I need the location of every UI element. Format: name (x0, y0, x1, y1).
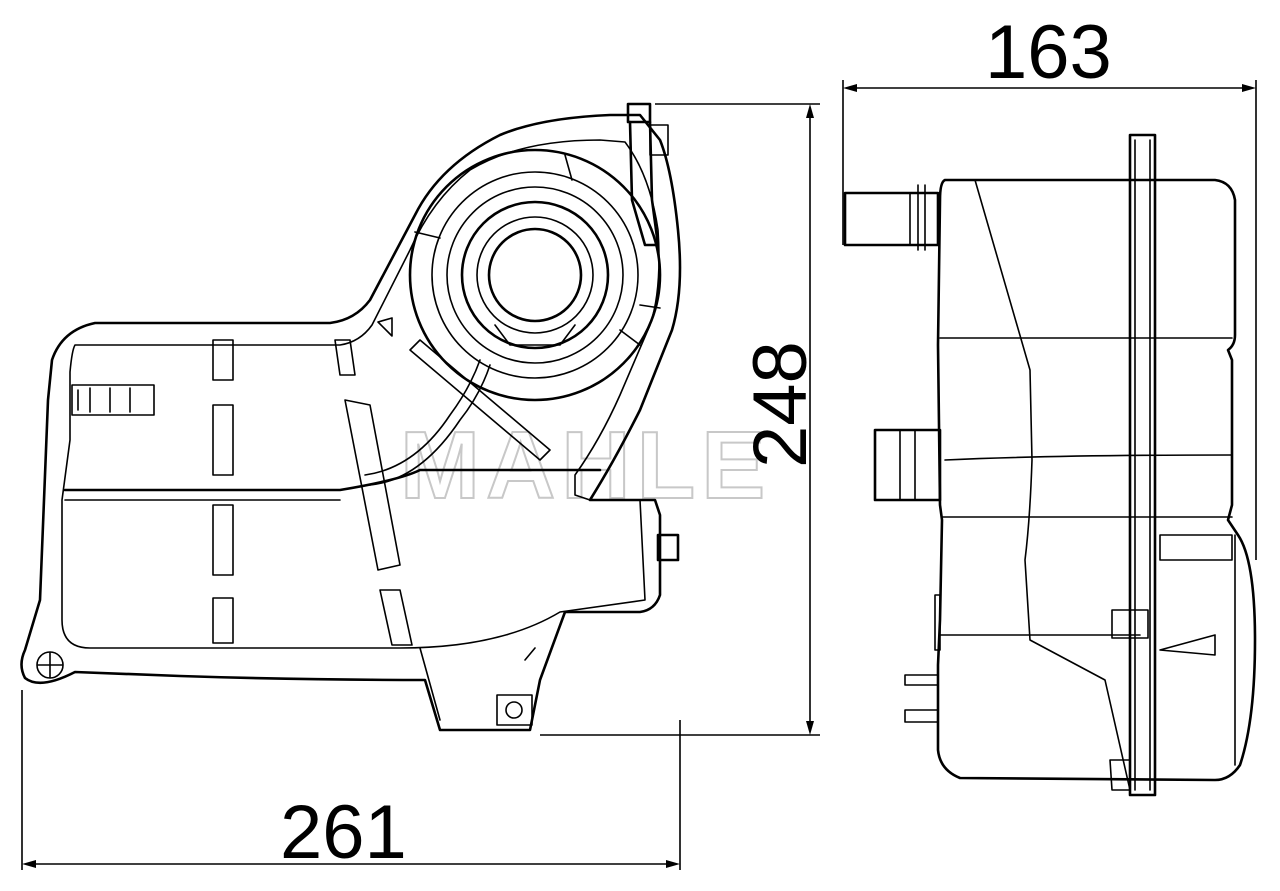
dim-extension-lines (540, 103, 820, 736)
dim-arrow-left (22, 860, 36, 868)
cap-ring-4 (460, 200, 610, 350)
dimension-width-front: 261 (21, 690, 681, 875)
side-panel-slot (1159, 534, 1233, 561)
side-clip (934, 594, 941, 651)
sensor-connector (656, 533, 680, 562)
cap-outer-ring (408, 148, 662, 402)
cap-ring-3 (446, 186, 624, 364)
drain-plug-bolt (505, 701, 523, 719)
dim-arrow-bottom (806, 721, 814, 735)
mounting-plate (1128, 133, 1157, 797)
side-seam-2 (944, 454, 1233, 461)
side-connector-ribs (899, 429, 916, 501)
rib (212, 504, 234, 576)
small-rib (334, 339, 356, 376)
diagonal-rib-lower (379, 589, 413, 646)
dim-extension-lines (21, 690, 681, 870)
rib (212, 597, 234, 644)
fill-arrow-mark (377, 317, 393, 337)
cap-ring-2 (431, 171, 639, 379)
side-view-outline (936, 178, 1257, 782)
watermark-text: MAHLE (400, 412, 771, 519)
mounting-hole-cross (37, 652, 63, 678)
mounting-hole (36, 651, 64, 679)
cap-tab (494, 324, 576, 346)
rib (212, 339, 234, 381)
rib (212, 404, 234, 476)
diagonal-brace (409, 339, 551, 461)
dim-label-261: 261 (280, 790, 407, 875)
vent-pipe-top (626, 102, 652, 124)
dim-arrow-left (843, 84, 857, 92)
dimension-width-side: 163 (842, 10, 1257, 560)
side-connector (873, 428, 942, 502)
side-vent-pipe (843, 191, 940, 247)
vent-pipe-clip (649, 124, 669, 156)
side-panel-wedge (1159, 634, 1216, 656)
bottom-outlet-lines (419, 647, 536, 721)
front-view-outline (20, 113, 682, 732)
vent-pipe (628, 120, 660, 247)
dim-extension-lines (842, 80, 1257, 560)
dim-arrow-right (666, 860, 680, 868)
internal-hose (369, 364, 491, 486)
internal-hose-inner (364, 359, 481, 476)
plate-foot (1109, 759, 1131, 791)
plate-clip (1111, 609, 1149, 639)
vertical-ribs (212, 339, 551, 646)
side-vent-pipe-ribs (909, 184, 926, 251)
diagonal-rib (344, 399, 401, 571)
left-connector (71, 384, 155, 416)
dim-arrow-top (806, 104, 814, 118)
cap-ribs (414, 154, 661, 346)
dim-label-163: 163 (985, 10, 1112, 95)
left-connector-ribs (77, 387, 131, 413)
side-contour (974, 179, 1131, 791)
dim-arrow-right (1242, 84, 1256, 92)
cap-opening (487, 227, 583, 323)
dim-label-248: 248 (738, 341, 823, 468)
side-view-tank (843, 133, 1257, 797)
dimension-height: 248 (540, 103, 823, 736)
mounting-plate-inner (1134, 139, 1151, 791)
front-view-tank (20, 102, 682, 732)
side-bottom-pipes (904, 674, 939, 723)
cap-ring-5 (476, 216, 594, 334)
drain-plug (496, 694, 533, 726)
